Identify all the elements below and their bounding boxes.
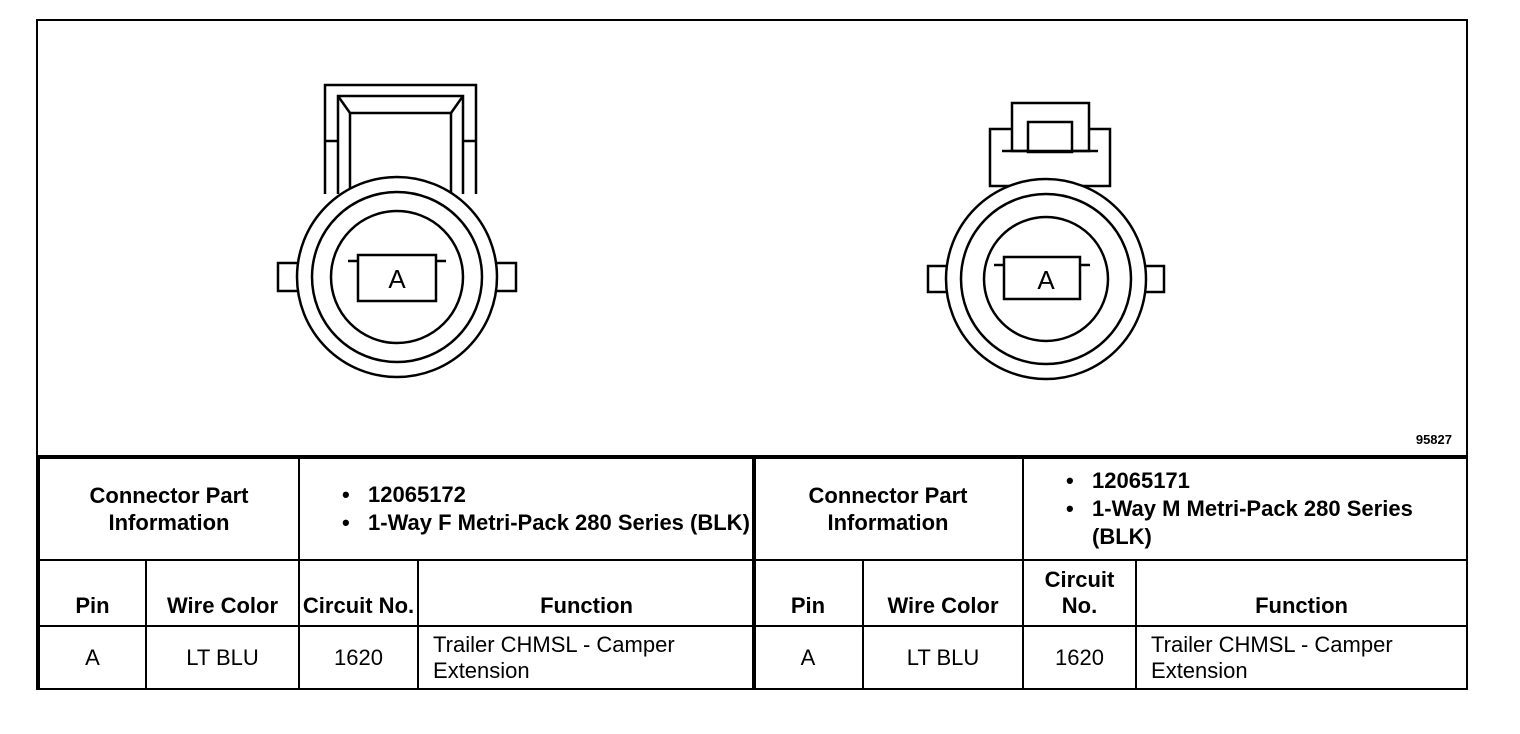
right-header-function: Function <box>1135 559 1469 627</box>
table-row: A LT BLU 1620 Trailer CHMSL - Camper Ext… <box>752 625 1469 690</box>
left-row-wire-color: LT BLU <box>144 625 301 690</box>
table-row: A LT BLU 1620 Trailer CHMSL - Camper Ext… <box>38 625 757 690</box>
left-info-label: Connector Part Information <box>37 457 301 561</box>
left-row-pin: A <box>38 625 147 690</box>
right-row-circuit-no: 1620 <box>1022 625 1138 690</box>
right-header-circuit-no: Circuit No. <box>1022 559 1138 627</box>
left-row-circuit-no: 1620 <box>298 625 420 690</box>
connector-drawing-area: A A 95827 <box>38 21 1466 457</box>
right-header-wire-color: Wire Color <box>861 559 1025 627</box>
left-header-wire-color: Wire Color <box>144 559 301 627</box>
right-row-function: Trailer CHMSL - Camper Extension <box>1135 625 1469 690</box>
female-pin-label: A <box>388 264 406 294</box>
female-connector-view <box>276 83 518 379</box>
right-info-label: Connector Part Information <box>751 457 1025 561</box>
right-part-number: 12065171 <box>1066 467 1466 495</box>
left-header-row: Pin Wire Color Circuit No. Function <box>38 559 757 627</box>
right-part-description: 1-Way M Metri-Pack 280 Series (BLK) <box>1066 495 1466 551</box>
right-header-row: Pin Wire Color Circuit No. Function <box>752 559 1469 627</box>
left-info-row: Connector Part Information 12065172 1-Wa… <box>37 457 757 561</box>
left-header-pin: Pin <box>38 559 147 627</box>
connector-tables: Connector Part Information 12065172 1-Wa… <box>37 457 1469 690</box>
right-info-row: Connector Part Information 12065171 1-Wa… <box>751 457 1469 561</box>
left-connector-table: Connector Part Information 12065172 1-Wa… <box>37 457 757 690</box>
right-header-pin: Pin <box>752 559 864 627</box>
male-pin-label: A <box>1037 265 1055 295</box>
left-header-function: Function <box>417 559 757 627</box>
left-part-description: 1-Way F Metri-Pack 280 Series (BLK) <box>342 509 754 537</box>
right-part-list: 12065171 1-Way M Metri-Pack 280 Series (… <box>1022 457 1469 561</box>
male-connector-view <box>926 101 1166 381</box>
left-part-list: 12065172 1-Way F Metri-Pack 280 Series (… <box>298 457 757 561</box>
right-row-pin: A <box>752 625 864 690</box>
connector-sheet: A A 95827 <box>36 19 1469 690</box>
drawing-number: 95827 <box>1415 432 1452 447</box>
left-header-circuit-no: Circuit No. <box>298 559 420 627</box>
right-row-wire-color: LT BLU <box>861 625 1025 690</box>
left-part-number: 12065172 <box>342 481 754 509</box>
left-row-function: Trailer CHMSL - Camper Extension <box>417 625 757 690</box>
right-connector-table: Connector Part Information 12065171 1-Wa… <box>751 457 1469 690</box>
connector-end-views: A A <box>276 83 1166 381</box>
